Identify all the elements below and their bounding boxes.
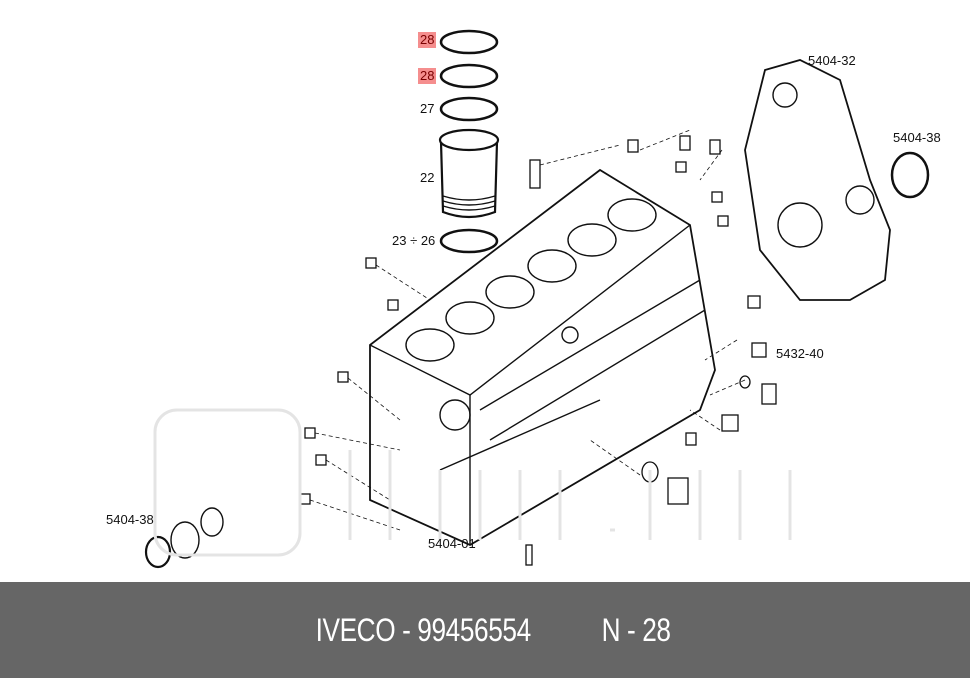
callout-front-cover: 5404-32: [808, 53, 856, 68]
callout-liner: 22: [420, 170, 435, 185]
ring-23-26: [439, 228, 499, 254]
engine-block-exploded-diagram: [144, 29, 930, 569]
rear-seal: [144, 535, 172, 569]
ring-27: [439, 96, 499, 122]
brand-part-number: IVECO - 99456554: [315, 611, 531, 648]
callout-sensor: 5432-40: [776, 346, 824, 361]
position-number: N - 28: [601, 611, 671, 648]
ring-28-second: [439, 63, 499, 89]
leader-lines: [309, 129, 746, 531]
callout-ring-third: 27: [420, 101, 435, 116]
callout-front-seal: 5404-38: [893, 130, 941, 145]
footer-bar: IVECO - 99456554 N - 28: [0, 582, 970, 678]
callout-ring-second: 28: [418, 68, 437, 84]
cylinder-block: [369, 168, 716, 547]
ring-28-top: [439, 29, 499, 55]
front-cover: [744, 59, 891, 301]
callout-rear-seal: 5404-38: [106, 512, 154, 527]
front-seal: [890, 151, 930, 199]
callout-ring-bottom: 23 ÷ 26: [392, 233, 436, 248]
callout-block: 5404-01: [428, 536, 476, 551]
callout-ring-top: 28: [418, 32, 437, 48]
watermark-logo: [153, 408, 792, 557]
cylinder-liner: [438, 128, 500, 219]
